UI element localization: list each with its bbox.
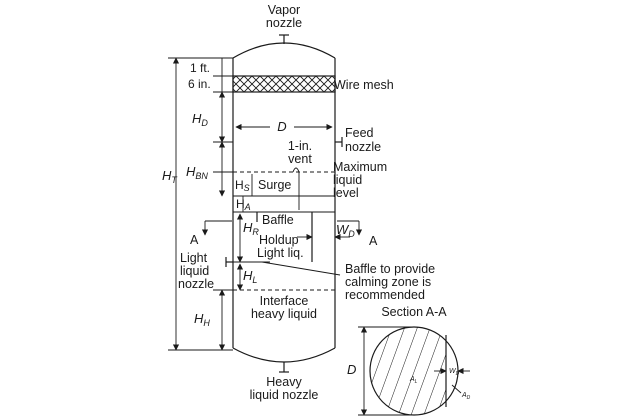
hd-dimension-line (213, 91, 233, 143)
hl-label: HL (243, 268, 257, 285)
vapor-nozzle (279, 34, 289, 44)
surge-label: Surge (258, 178, 291, 192)
interface-label-2: heavy liquid (251, 307, 317, 321)
baffle-note-2: calming zone is (345, 275, 431, 289)
vent-pipe (292, 167, 300, 210)
ha-label: HA (236, 197, 251, 212)
max-level-label-2: liquid (333, 173, 362, 187)
wire-mesh-pad (232, 75, 336, 93)
section-aa-circle (369, 326, 459, 416)
interface-label-1: Interface (260, 294, 309, 308)
baffle-label: Baffle (262, 213, 294, 227)
wd-label: WD (336, 222, 355, 239)
vent-label-2: vent (288, 152, 312, 166)
surge-zone-dims (233, 174, 335, 213)
section-d-label: D (347, 362, 356, 377)
six-in-label: 6 in. (188, 77, 211, 91)
hbn-label: HBN (186, 164, 208, 181)
baffle-note-1: Baffle to provide (345, 262, 435, 276)
hd-label: HD (192, 111, 208, 128)
wire-mesh-label: Wire mesh (334, 78, 394, 92)
section-a-left: A (190, 233, 199, 247)
heavy-liquid-nozzle-label-1: Heavy (266, 375, 302, 389)
hs-label: HS (235, 178, 250, 193)
holdup-label-1: Holdup (259, 233, 299, 247)
section-al-label: AL (409, 376, 418, 385)
vent-label-1: 1-in. (288, 139, 312, 153)
baffle-note-leader (261, 261, 341, 276)
section-ad-leader (451, 384, 462, 394)
heavy-liquid-nozzle-label-2: liquid nozzle (250, 388, 319, 402)
hr-label: HR (243, 220, 259, 237)
ht-dimension-line (168, 57, 233, 351)
vapor-nozzle-label-2: nozzle (266, 16, 302, 30)
section-d-dimension (358, 326, 414, 416)
feed-nozzle-label-1: Feed (345, 126, 374, 140)
hh-dimension-line (213, 289, 233, 351)
one-ft-label: 1 ft. (190, 61, 210, 75)
holdup-label-2: Light liq. (257, 246, 304, 260)
light-liquid-nozzle-label-1: Light (180, 251, 208, 265)
heavy-liquid-nozzle (279, 362, 289, 373)
feed-nozzle-label-2: nozzle (345, 140, 381, 154)
hbn-dimension-line (213, 141, 233, 197)
vapor-nozzle-label-1: Vapor (268, 3, 300, 17)
baffle-note-3: recommended (345, 288, 425, 302)
section-aa-title: Section A-A (381, 305, 447, 319)
max-level-label-3: level (333, 186, 359, 200)
light-liquid-nozzle-label-2: liquid (180, 264, 209, 278)
section-wd-label: WD (449, 368, 460, 377)
hh-label: HH (194, 311, 210, 328)
ht-label: HT (162, 168, 178, 185)
max-level-label-1: Maximum (333, 160, 387, 174)
section-ad-label: AD (461, 392, 471, 401)
d-label: D (277, 119, 286, 134)
feed-nozzle (335, 137, 343, 147)
section-a-right: A (369, 234, 378, 248)
light-liquid-nozzle-label-3: nozzle (178, 277, 214, 291)
top-spacing-dimensions (213, 57, 233, 93)
section-cut-arrows (201, 220, 363, 236)
